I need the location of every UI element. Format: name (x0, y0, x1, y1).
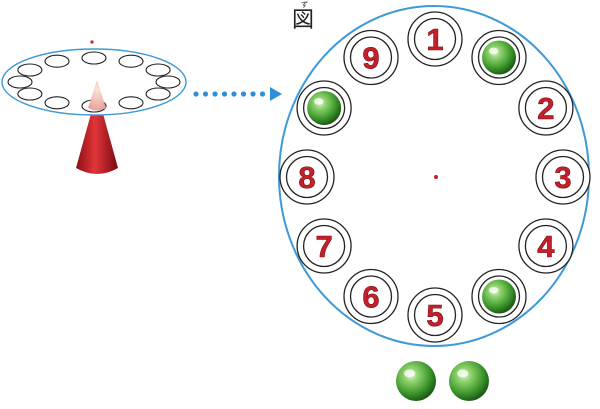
ball-highlight (457, 369, 469, 378)
turntable-hole (17, 63, 43, 77)
hole-number: 8 (298, 160, 315, 195)
ball-highlight (313, 98, 324, 105)
hole-inner (524, 224, 568, 268)
turntable-hole (118, 96, 144, 110)
hole-inner (349, 275, 393, 318)
hole-number: 6 (362, 280, 379, 315)
arrow-dot (259, 91, 266, 97)
hole-number: 5 (426, 298, 443, 333)
arrow-dot (202, 91, 209, 97)
cone-stand (76, 92, 118, 174)
disk-hole-ball (471, 29, 527, 86)
hole-inner (541, 155, 585, 199)
disk-hole-9: 9 (343, 29, 399, 86)
disk-hole-5: 5 (407, 287, 463, 343)
hole-number: 3 (554, 160, 571, 195)
hole-inner (349, 36, 393, 79)
hole-number: 7 (315, 229, 332, 264)
turntable-center-dot (90, 40, 94, 44)
arrow-head (270, 87, 282, 101)
arrow-dot (250, 91, 256, 97)
turntable-illustration (1, 40, 187, 174)
cone-tip (88, 80, 106, 111)
hole-inner (413, 17, 457, 61)
arrow-dot (212, 91, 218, 97)
arrow-dot (221, 91, 228, 97)
hole-number: 2 (537, 91, 554, 126)
ball-highlight (488, 286, 499, 294)
disk-hole-1: 1 (407, 11, 463, 67)
ball-highlight (404, 369, 416, 378)
turntable-hole (118, 54, 144, 68)
turntable-hole (81, 51, 107, 65)
disk-hole-4: 4 (518, 218, 574, 274)
arrow-dot (240, 91, 247, 97)
green-ball (307, 91, 342, 125)
loose-balls (396, 361, 489, 401)
disk-hole-8: 8 (279, 149, 335, 205)
ball-highlight (488, 47, 499, 55)
disk-center-dot (434, 175, 438, 179)
turntable-hole (44, 96, 70, 110)
arrow-dot (193, 91, 199, 97)
hole-inner (524, 86, 568, 130)
disk-hole-ball (296, 80, 352, 136)
turntable-hole (17, 87, 43, 101)
arrow-dot (231, 91, 237, 97)
green-ball (482, 40, 516, 75)
hole-inner (302, 224, 346, 268)
disk-hole-6: 6 (343, 268, 399, 325)
hole-inner (413, 293, 457, 337)
turntable-hole (155, 75, 181, 89)
turntable-hole (145, 87, 171, 101)
disk-hole-7: 7 (296, 218, 352, 274)
disk-hole-2: 2 (518, 80, 574, 136)
loose-green-ball (449, 361, 489, 401)
hole-inner (285, 155, 329, 199)
turntable-hole (7, 75, 33, 89)
green-ball (482, 279, 516, 314)
disk-hole-ball (471, 268, 527, 325)
hole-number: 9 (362, 41, 379, 76)
figure-label-ruby: ず (301, 1, 308, 9)
turntable-hole (145, 63, 171, 77)
disk-hole-3: 3 (535, 149, 591, 205)
hole-number: 1 (426, 22, 443, 57)
loose-green-ball (396, 361, 436, 401)
figure-label: 図 (292, 8, 315, 33)
dotted-arrow (193, 87, 282, 101)
turntable-hole (44, 54, 70, 68)
hole-number: 4 (537, 229, 555, 264)
